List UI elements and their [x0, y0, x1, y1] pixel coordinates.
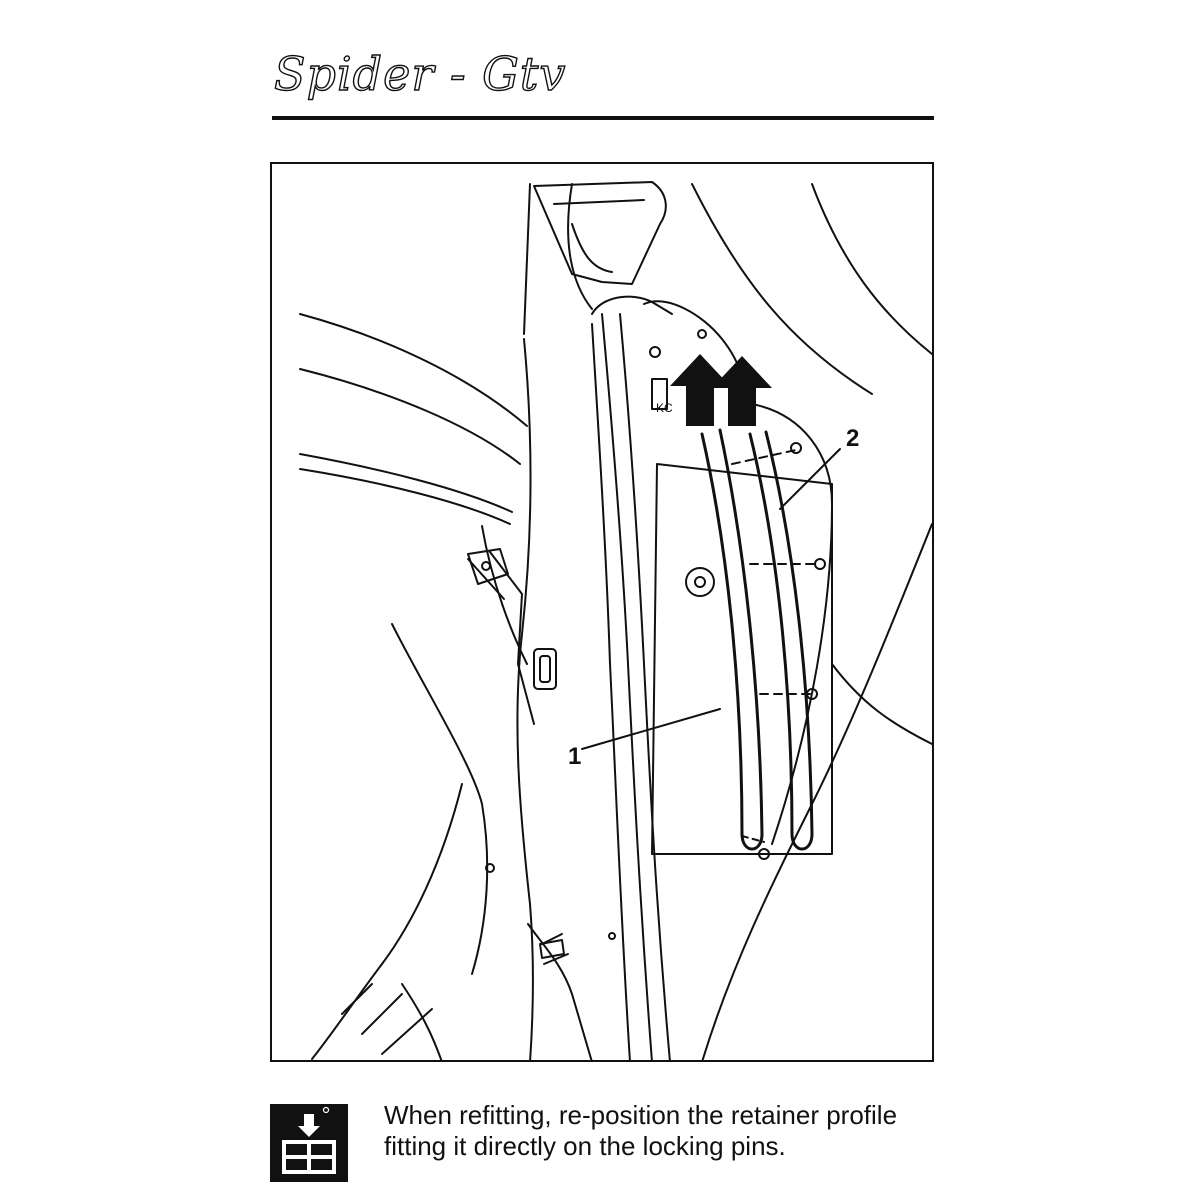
pillar-edge — [523, 183, 531, 335]
seal-strip — [601, 313, 653, 1060]
rubber-bumper — [685, 567, 715, 597]
retainer-profile-2-end — [790, 832, 814, 851]
body-curve-right — [691, 183, 873, 395]
brand-logo: Spider - Gtv — [273, 46, 566, 101]
body-curve — [299, 313, 528, 427]
retainer-profile-1-end — [740, 832, 764, 851]
sill-clip — [539, 939, 565, 959]
pillar-outer — [516, 338, 534, 1060]
top-bracket — [571, 223, 613, 273]
brand-logo-text: Spider - Gtv — [274, 47, 566, 101]
body-curve — [299, 453, 513, 513]
header-rule — [272, 116, 934, 120]
note-line: When refitting, re-position the retainer… — [384, 1100, 898, 1130]
note-text: When refitting, re-position the retainer… — [384, 1100, 944, 1162]
body-curve-right — [811, 183, 932, 355]
locking-pin — [806, 688, 818, 700]
belt-anchor-bolt — [481, 561, 491, 571]
sill-bolt — [608, 932, 616, 940]
body-curve — [299, 468, 511, 525]
slot-hole-inner — [539, 655, 551, 683]
top-bracket — [553, 199, 645, 205]
body-curve — [481, 525, 528, 665]
leader-line-1 — [581, 708, 721, 750]
callout-1: 1 — [568, 743, 581, 770]
top-bracket — [533, 181, 667, 285]
body-curve — [299, 368, 521, 465]
arrow-up-icon — [712, 356, 772, 426]
locking-pin — [758, 848, 770, 860]
technical-illustration: KC 1 2 — [299, 181, 932, 1060]
retainer-profile-1 — [700, 432, 744, 836]
recess-panel — [651, 463, 833, 855]
seal-strip — [619, 313, 671, 1060]
belt-anchor — [467, 548, 509, 585]
rubber-bumper-center — [694, 576, 706, 588]
pin-guide — [741, 835, 765, 843]
seat-outline — [401, 983, 443, 1060]
refit-box-icon — [270, 1104, 348, 1182]
latch-tab — [651, 378, 668, 410]
part-mark: KC — [656, 401, 673, 415]
latch-hole — [649, 346, 661, 358]
slot-hole — [533, 648, 557, 690]
seat-belt — [489, 551, 535, 725]
retainer-profile-1 — [718, 428, 764, 836]
retainer-profile-2 — [748, 432, 794, 836]
refit-note: When refitting, re-position the retainer… — [270, 1100, 934, 1190]
seat-outline — [341, 983, 433, 1055]
body-curve-right — [831, 663, 932, 745]
leader-line-2 — [779, 448, 841, 510]
figure-frame: KC 1 2 — [270, 162, 934, 1062]
locking-pin — [814, 558, 826, 570]
latch-hole — [697, 329, 707, 339]
locking-pin — [790, 442, 802, 454]
arrow-up-icon — [670, 354, 730, 426]
note-line: fitting it directly on the locking pins. — [384, 1131, 786, 1161]
seal-strip — [591, 323, 631, 1060]
seat-belt — [467, 558, 505, 600]
seat-bolt — [485, 863, 495, 873]
body-curve-right — [701, 523, 932, 1060]
insertion-arrows — [670, 354, 772, 426]
pin-guide — [731, 449, 797, 465]
callout-2: 2 — [846, 425, 859, 452]
retainer-profile-2 — [764, 430, 814, 836]
seat-outline — [391, 623, 489, 975]
sill — [527, 923, 593, 1060]
seal-top — [591, 295, 673, 315]
seat-outline — [311, 783, 463, 1060]
